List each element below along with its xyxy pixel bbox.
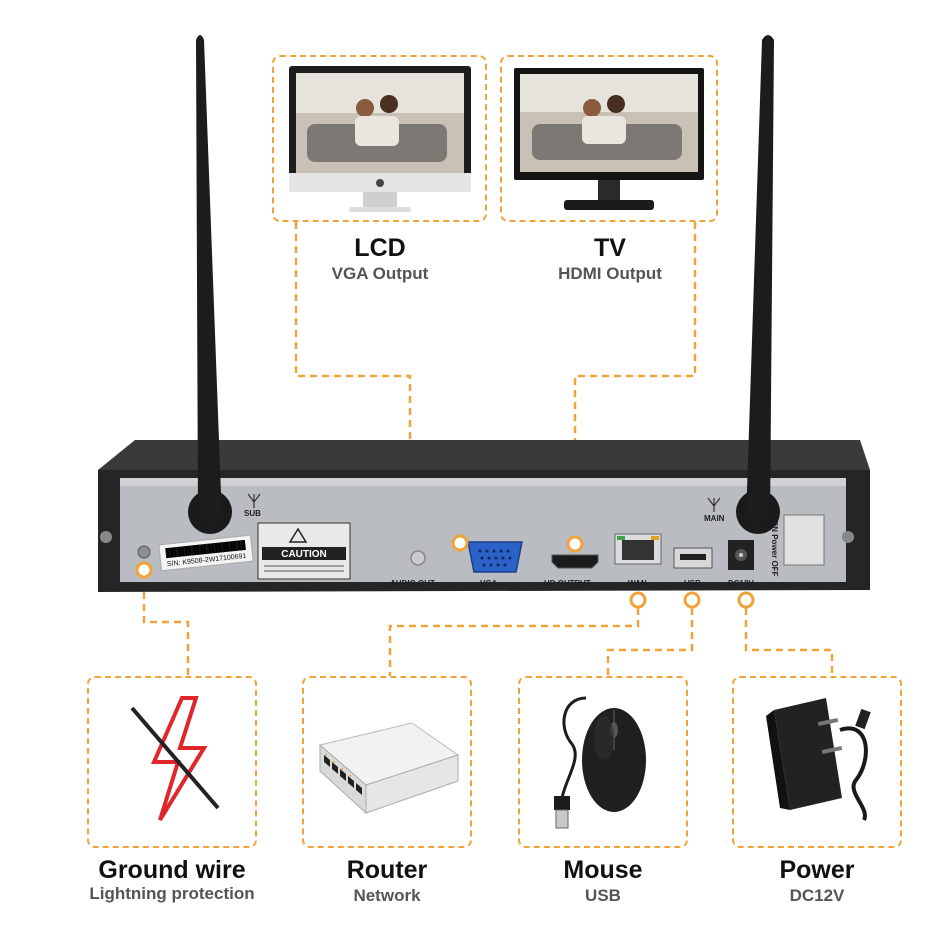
ground-title: Ground wire <box>98 856 246 884</box>
antenna-symbol-icon <box>247 493 261 508</box>
audio-out-label: AUDIO OUT <box>390 579 435 588</box>
vga-marker <box>451 534 469 552</box>
lcd-box <box>272 55 487 222</box>
router-subtitle: Network <box>353 886 421 905</box>
hd-output-label: HD OUTPUT <box>544 579 591 588</box>
ground-marker <box>135 561 153 579</box>
usb-label: USB <box>684 579 701 588</box>
antennas <box>196 35 774 526</box>
tv-title: TV <box>594 234 626 262</box>
router-box <box>302 676 472 848</box>
port-markers <box>135 534 755 609</box>
power-adapter-icon <box>766 698 871 821</box>
lcd-subtitle: VGA Output <box>331 264 429 283</box>
tv-box <box>500 55 718 222</box>
wan-marker <box>629 591 647 609</box>
antenna-left <box>196 35 222 526</box>
tv-icon <box>514 68 704 210</box>
dc12v-label: DC12V <box>728 579 754 588</box>
dc12v-marker <box>737 591 755 609</box>
power-title: Power <box>779 856 855 884</box>
lcd-monitor-icon <box>289 66 471 212</box>
router-icon <box>318 722 460 815</box>
wan-label: WAN <box>628 579 647 588</box>
power-box <box>732 676 902 848</box>
power-subtitle: DC12V <box>789 886 845 905</box>
mouse-icon <box>554 696 646 829</box>
usb-marker <box>683 591 701 609</box>
ground-box <box>87 676 257 848</box>
mouse-box <box>518 676 688 848</box>
antenna-right <box>746 35 774 526</box>
ground-screw <box>137 545 151 559</box>
main-label: MAIN <box>704 514 725 523</box>
router-title: Router <box>346 856 428 884</box>
antenna-symbol-icon <box>707 497 721 512</box>
power-switch <box>783 514 825 566</box>
lcd-title: LCD <box>354 234 406 262</box>
mouse-subtitle: USB <box>585 886 621 905</box>
audio-out-port <box>410 550 426 566</box>
caution-label-label: CAUTION <box>281 549 327 560</box>
hdmi-marker <box>566 535 584 553</box>
rear-panel-details: SUB MAIN CAUTION S/N: K9508-2W17100691 A… <box>137 490 825 588</box>
tv-subtitle: HDMI Output <box>558 264 662 283</box>
mouse-title: Mouse <box>563 856 643 884</box>
no-lightning-icon <box>130 696 220 822</box>
vga-label: VGA <box>480 579 498 588</box>
sub-label: SUB <box>244 509 261 518</box>
ground-subtitle: Lightning protection <box>89 884 255 903</box>
warning-icon <box>288 527 308 543</box>
power-switch-label-label: ON Power OFF <box>770 520 779 577</box>
hdmi-port <box>551 554 599 569</box>
